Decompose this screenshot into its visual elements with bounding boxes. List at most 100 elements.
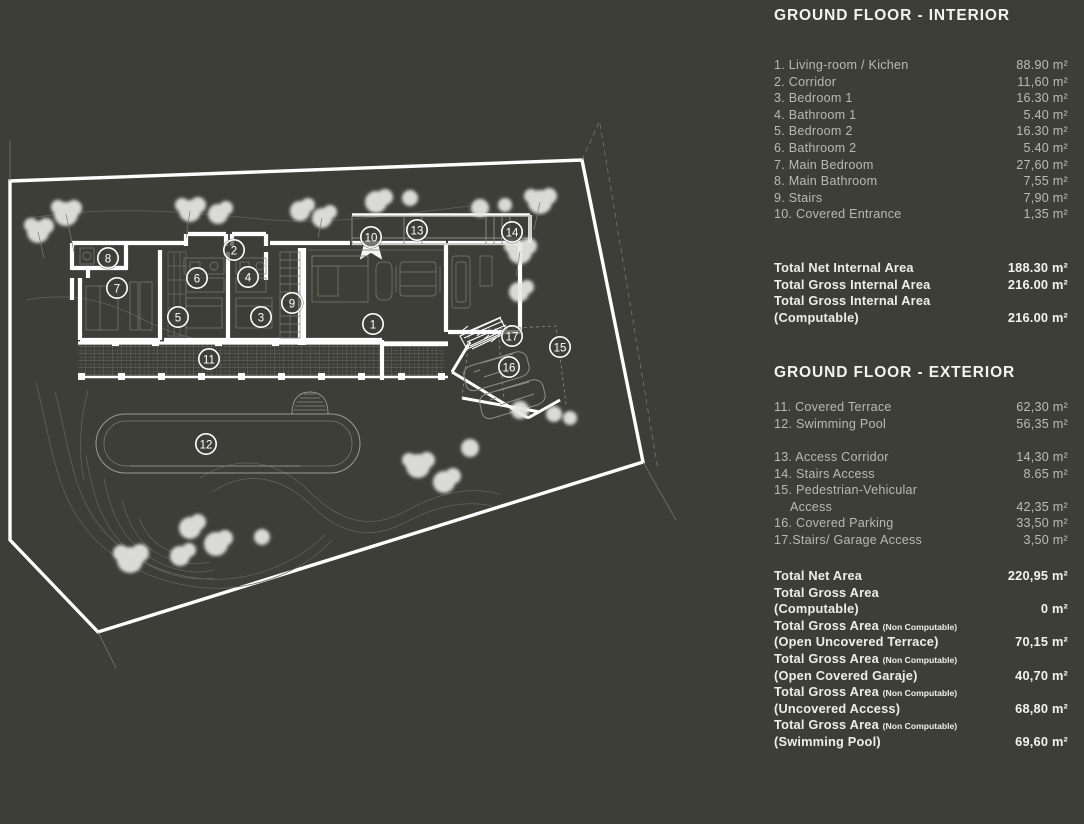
plan-marker-11[interactable]: 11 (197, 347, 221, 371)
plan-marker-ring (405, 219, 428, 242)
interior-section-title: GROUND FLOOR - INTERIOR (774, 7, 1010, 24)
plan-marker-number: 8 (105, 253, 111, 265)
legend-room-label: 12. Swimming Pool (774, 416, 887, 431)
legend-total-value: 40,70 m² (1015, 667, 1068, 683)
legend-room-area: 5.40 m² (1023, 140, 1068, 155)
legend-total-row: Total Gross Area (Non Computable) (760, 618, 1084, 635)
legend-room-area: 8.65 m² (1023, 466, 1068, 481)
legend-total-label: Total Gross Area (774, 584, 879, 600)
legend-room-row: 9. Stairs 7,90 m² (760, 190, 1084, 207)
legend-room-label: 11. Covered Terrace (774, 400, 892, 414)
legend-room-area: 62,30 m² (1016, 400, 1068, 414)
legend-room-area: 88.90 m² (1016, 58, 1068, 72)
legend-room-row: 4. Bathroom 1 5.40 m² (760, 107, 1084, 124)
plan-marker-15[interactable]: 15 (548, 335, 572, 359)
plan-marker-ring (361, 312, 384, 335)
plan-marker-10[interactable]: 10 (359, 225, 383, 249)
plan-marker-14[interactable]: 14 (500, 220, 524, 244)
plan-marker-number: 13 (411, 225, 424, 237)
tree-trunks (37, 201, 541, 277)
plan-marker-number: 2 (231, 245, 237, 257)
plan-marker-13[interactable]: 13 (405, 218, 429, 242)
plan-marker-number: 5 (175, 312, 181, 324)
legend-room-area: 7,90 m² (1023, 190, 1068, 205)
plan-marker-ring (500, 221, 523, 244)
plan-marker-ring (97, 247, 120, 270)
plan-marker-5[interactable]: 5 (166, 305, 190, 329)
legend-total-row: (Swimming Pool)69,60 m² (760, 734, 1084, 751)
plan-marker-1[interactable]: 1 (361, 312, 385, 336)
legend-total-value: 216.00 m² (1007, 309, 1068, 325)
plan-marker-12[interactable]: 12 (194, 432, 218, 456)
legend-room-area: 14,30 m² (1016, 450, 1068, 464)
plan-marker-number: 14 (506, 227, 519, 239)
plan-marker-4[interactable]: 4 (236, 265, 260, 289)
plan-marker-16[interactable]: 16 (497, 355, 521, 379)
plan-marker-ring (195, 432, 218, 455)
legend-room-label: 1. Living-room / Kichen (774, 58, 909, 72)
swimming-pool (95, 391, 361, 474)
legend-total-label: (Computable) (774, 601, 859, 617)
legend-room-row: 11. Covered Terrace 62,30 m² (760, 399, 1084, 416)
legend-total-row: (Computable)216.00 m² (760, 310, 1084, 327)
legend-room-label: 14. Stairs Access (774, 466, 875, 481)
plan-marker-ring (359, 226, 382, 249)
legend-total-label: Total Gross Internal Area (774, 276, 931, 292)
plan-marker-backing (222, 238, 246, 262)
plan-marker-backing (548, 335, 572, 359)
plan-marker-9[interactable]: 9 (280, 291, 304, 315)
legend-total-label: Total Gross Area (Non Computable) (774, 684, 958, 700)
plan-marker-8[interactable]: 8 (96, 246, 120, 270)
plan-marker-ring (106, 276, 129, 299)
plan-marker-ring (497, 355, 520, 378)
interior-fittings (79, 247, 493, 339)
legend-total-note: (Non Computable) (882, 654, 958, 665)
legend-total-label: Total Gross Area (Non Computable) (774, 650, 958, 666)
plan-marker-ring (223, 239, 246, 262)
legend-room-row: 15. Pedestrian-Vehicular (760, 482, 1084, 499)
plan-marker-ring (237, 265, 260, 288)
plan-marker-ring (250, 305, 273, 328)
plan-marker-number: 1 (370, 319, 376, 331)
interior-room-list: 1. Living-room / Kichen 88.90 m² 2. Corrid… (760, 57, 1084, 223)
plan-marker-3[interactable]: 3 (249, 305, 273, 329)
plan-marker-ring (167, 305, 190, 328)
legend-total-row: Total Gross Area (Non Computable) (760, 651, 1084, 668)
legend-room-label: 9. Stairs (774, 190, 823, 205)
legend-room-label: 10. Covered Entrance (774, 207, 902, 222)
legend-total-label: Total Gross Internal Area (774, 293, 931, 309)
plan-marker-17[interactable]: 17 (500, 324, 524, 348)
car (479, 379, 546, 420)
plan-marker-7[interactable]: 7 (105, 276, 129, 300)
plan-marker-backing (236, 265, 260, 289)
legend-room-area: 56,35 m² (1016, 416, 1068, 431)
legend-room-label: 13. Access Corridor (774, 450, 889, 464)
legend-room-label: 7. Main Bedroom (774, 157, 874, 172)
legend-room-area: 3,50 m² (1023, 532, 1068, 547)
plan-marker-2[interactable]: 2 (222, 238, 246, 262)
legend-room-area: 16.30 m² (1016, 91, 1068, 106)
plan-marker-backing (497, 355, 521, 379)
plan-marker-backing (500, 324, 524, 348)
plan-marker-6[interactable]: 6 (185, 266, 209, 290)
legend-total-label: (Uncovered Access) (774, 700, 901, 716)
legend-room-area: 5.40 m² (1023, 107, 1068, 122)
legend-total-row: (Open Uncovered Terrace)70,15 m² (760, 634, 1084, 651)
legend-total-label: (Open Covered Garaje) (774, 667, 918, 683)
legend-room-label: 4. Bathroom 1 (774, 107, 857, 122)
legend-total-row: (Computable)0 m² (760, 601, 1084, 618)
legend-room-row: 7. Main Bedroom 27,60 m² (760, 157, 1084, 174)
legend-room-area: 27,60 m² (1016, 157, 1068, 172)
plan-marker-number: 16 (503, 362, 516, 374)
plan-marker-backing (96, 246, 120, 270)
plan-marker-ring (186, 266, 209, 289)
legend-room-area: 33,50 m² (1016, 516, 1068, 531)
legend-total-value: 216.00 m² (1007, 276, 1068, 292)
